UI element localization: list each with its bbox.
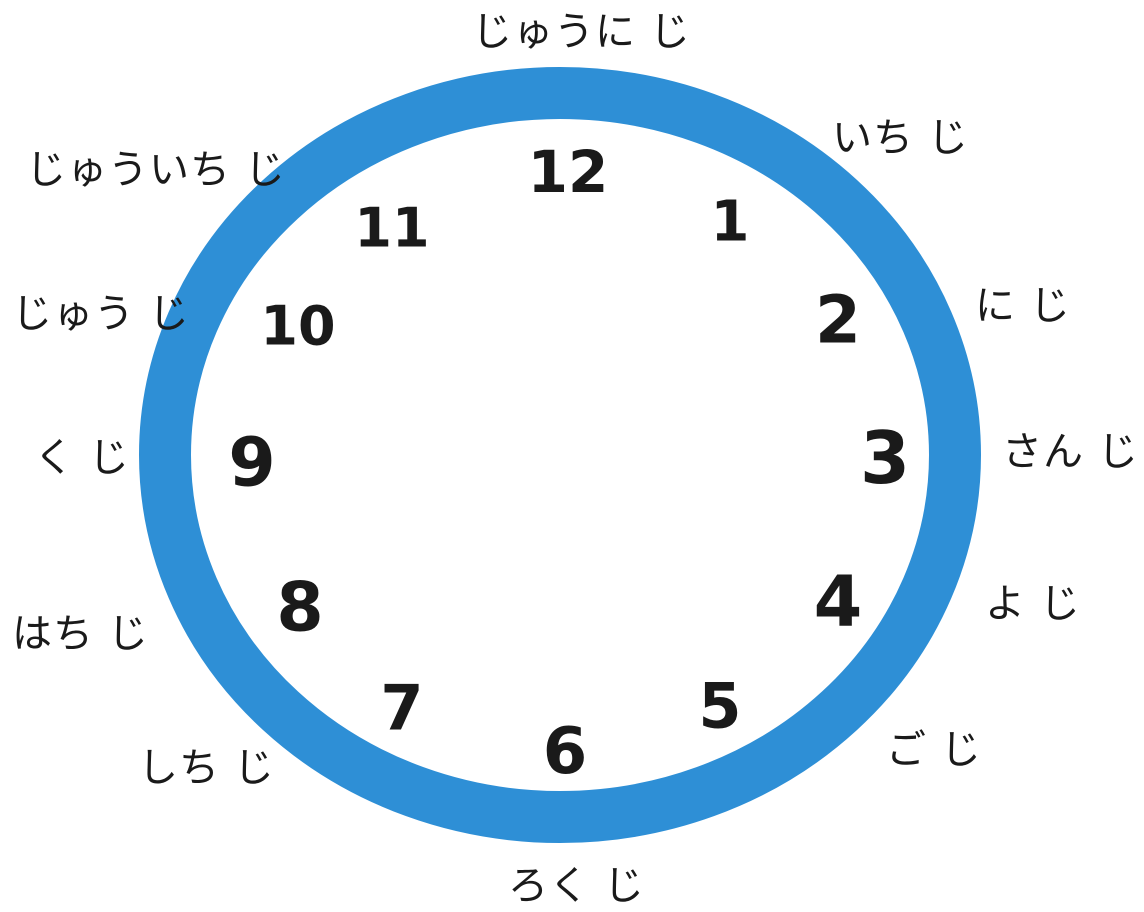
numeral-2: 2 <box>815 282 861 359</box>
numeral-10: 10 <box>260 295 335 358</box>
numeral-6: 6 <box>543 715 588 789</box>
hour-label-12: じゅうに じ <box>472 9 691 55</box>
clock-numerals: 12 1 2 3 4 5 6 7 8 9 10 11 <box>228 138 910 789</box>
hour-label-1: いち じ <box>832 115 969 161</box>
numeral-7: 7 <box>380 672 423 745</box>
numeral-4: 4 <box>814 561 863 643</box>
clock-ring <box>139 67 981 843</box>
numeral-8: 8 <box>276 569 323 648</box>
hour-label-8: はち じ <box>12 611 149 657</box>
hour-label-4: よ じ <box>985 581 1081 627</box>
hour-label-3: さん じ <box>1002 429 1139 475</box>
numeral-12: 12 <box>528 138 609 206</box>
numeral-5: 5 <box>698 670 741 743</box>
numeral-3: 3 <box>860 416 910 500</box>
hour-label-2: に じ <box>975 283 1071 329</box>
hour-label-7: しち じ <box>138 745 275 791</box>
hour-label-11: じゅういち じ <box>26 147 286 193</box>
hour-label-5: ご じ <box>886 727 982 773</box>
hour-label-6: ろく じ <box>508 863 645 909</box>
numeral-9: 9 <box>228 424 275 503</box>
numeral-11: 11 <box>354 197 429 260</box>
numeral-1: 1 <box>711 190 750 255</box>
hour-label-10: じゅう じ <box>12 291 190 337</box>
hour-label-9: く じ <box>34 435 130 481</box>
